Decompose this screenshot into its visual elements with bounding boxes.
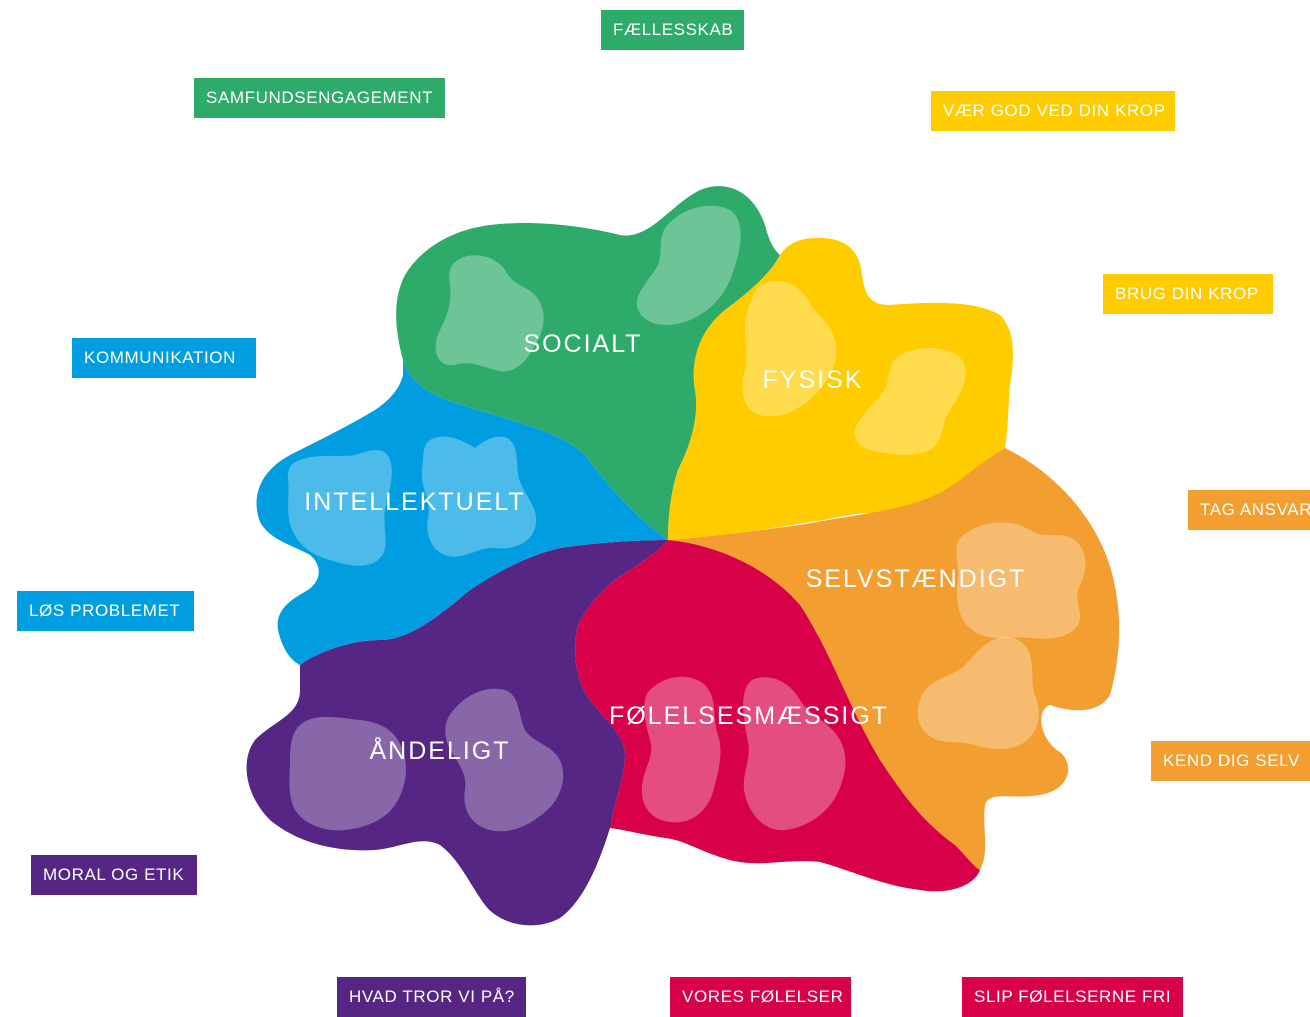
- tag-hvad-tror-vi-pa[interactable]: HVAD TROR VI PÅ?: [337, 977, 526, 1017]
- region-folelsesmaessigt[interactable]: [575, 540, 980, 892]
- tag-kend-dig-selv[interactable]: KEND DIG SELV: [1151, 741, 1310, 781]
- label-socialt: SOCIALT: [523, 330, 642, 358]
- tag-los-problemet[interactable]: LØS PROBLEMET: [17, 591, 194, 631]
- label-intellektuelt: INTELLEKTUELT: [304, 488, 525, 516]
- region-selvstaendigt[interactable]: [668, 448, 1120, 870]
- tag-moral-og-etik[interactable]: MORAL OG ETIK: [31, 855, 197, 895]
- inner-blobs: [287, 205, 1086, 832]
- tag-samfundsengagement[interactable]: SAMFUNDSENGAGEMENT: [194, 78, 445, 118]
- tag-tag-ansvar[interactable]: TAG ANSVAR: [1188, 490, 1310, 530]
- tag-faellesskab[interactable]: FÆLLESSKAB: [601, 10, 744, 50]
- region-socialt[interactable]: [396, 186, 780, 540]
- tag-vores-folelser[interactable]: VORES FØLELSER: [670, 977, 851, 1017]
- tag-brug-din-krop[interactable]: BRUG DIN KROP: [1103, 274, 1273, 314]
- region-andeligt[interactable]: [246, 540, 668, 926]
- tag-slip-folelserne-fri[interactable]: SLIP FØLELSERNE FRI: [962, 977, 1183, 1017]
- region-intellektuelt[interactable]: [256, 360, 668, 665]
- region-fysisk[interactable]: [668, 238, 1013, 540]
- label-fysisk: FYSISK: [763, 366, 864, 394]
- label-selvstaendigt: SELVSTÆNDIGT: [806, 565, 1027, 593]
- tag-kommunikation[interactable]: KOMMUNIKATION: [72, 338, 256, 378]
- tag-vaer-god-ved-din-krop[interactable]: VÆR GOD VED DIN KROP: [931, 91, 1175, 131]
- label-andeligt: ÅNDELIGT: [369, 735, 510, 765]
- label-folelsesmaessigt: FØLELSESMÆSSIGT: [609, 702, 889, 730]
